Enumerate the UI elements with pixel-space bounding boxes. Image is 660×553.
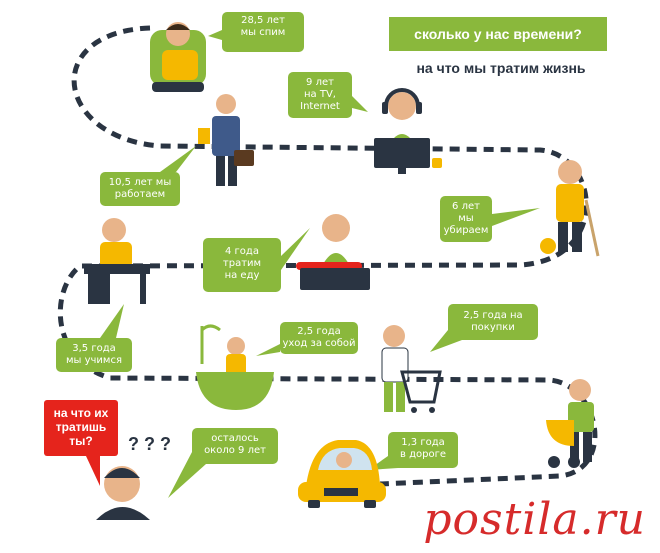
thinking-man-icon [96, 466, 150, 520]
computer-user-icon [374, 88, 442, 174]
car-driver-icon [298, 440, 386, 508]
parent-with-stroller-icon [546, 379, 594, 468]
bubble-self-care [256, 322, 358, 356]
bathtub-icon [196, 324, 274, 410]
student-at-desk-icon [84, 218, 150, 304]
bubble-study [56, 304, 132, 372]
page-subtitle: на что мы тратим жизнь [416, 60, 586, 76]
bubble-tv [288, 72, 368, 118]
businessman-icon [198, 94, 254, 186]
question-bubble [44, 400, 118, 486]
bubble-sleep [208, 12, 304, 52]
bubble-remaining [168, 428, 278, 498]
cleaning-person-icon [540, 160, 600, 257]
bubble-food [203, 228, 310, 292]
page-title: сколько у нас времени? [389, 17, 607, 51]
watermark: postila.ru [423, 494, 646, 545]
question-marks: ? ? ? [128, 434, 171, 454]
bubble-shopping [430, 304, 538, 352]
bubble-work [100, 146, 196, 206]
eating-person-icon [296, 214, 370, 290]
shopper-with-cart-icon [381, 325, 442, 413]
sleeping-person-icon [150, 22, 206, 92]
bubble-cleaning [440, 196, 540, 242]
